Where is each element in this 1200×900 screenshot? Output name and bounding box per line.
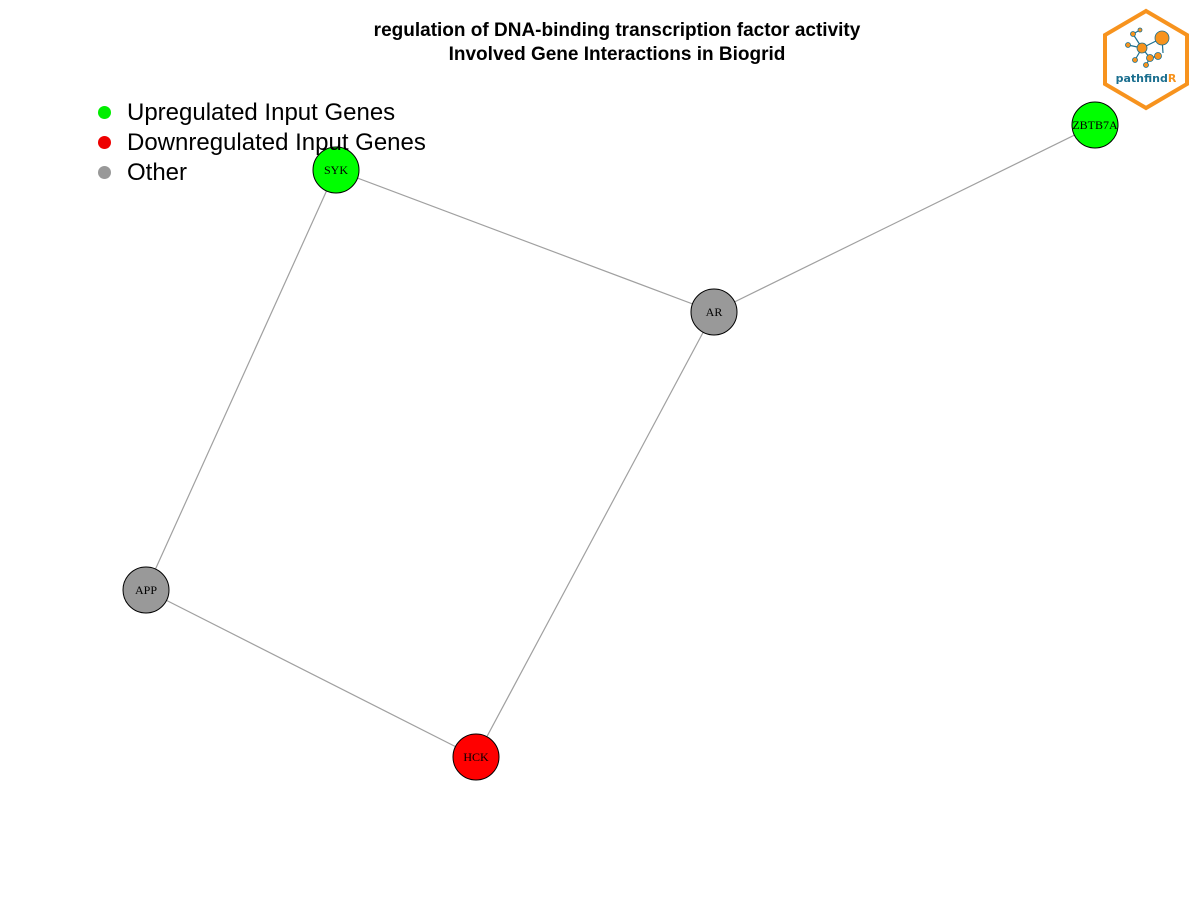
node-ar: AR [690,288,738,336]
legend-label-upregulated: Upregulated Input Genes [127,99,396,126]
node-circle-zbtb7a [1071,101,1119,149]
logo-text: pathfindR [1100,72,1192,85]
node-label-zbtb7a: ZBTB7A [1072,118,1118,132]
edge-ar-zbtb7a [713,124,1096,313]
pathfindr-logo: pathfindR [1100,8,1192,112]
legend-dot-downregulated [98,136,111,149]
node-label-ar: AR [706,305,723,319]
node-app: APP [122,566,170,614]
logo-text-pathfind: pathfind [1115,72,1168,85]
logo-hexagon-icon [1103,8,1189,111]
node-label-hck: HCK [463,750,489,764]
node-hck: HCK [452,733,500,781]
chart-title-line-1: regulation of DNA-binding transcription … [373,20,861,41]
legend-dot-upregulated [98,106,111,119]
node-circle-syk [312,146,360,194]
edge-syk-ar [335,169,715,313]
edge-syk-app [145,169,337,591]
node-circle-app [122,566,170,614]
edge-app-hck [145,589,477,758]
node-circle-ar [690,288,738,336]
legend-label-downregulated: Downregulated Input Genes [127,129,426,156]
chart-title-line-2: Involved Gene Interactions in Biogrid [448,44,786,65]
node-circle-hck [452,733,500,781]
node-zbtb7a: ZBTB7A [1071,101,1119,149]
edge-ar-hck [475,311,715,758]
node-label-syk: SYK [324,163,348,177]
legend-dot-other [98,166,111,179]
node-syk: SYK [312,146,360,194]
node-label-app: APP [135,583,157,597]
legend-label-other: Other [127,159,188,186]
logo-text-r: R [1167,72,1177,85]
